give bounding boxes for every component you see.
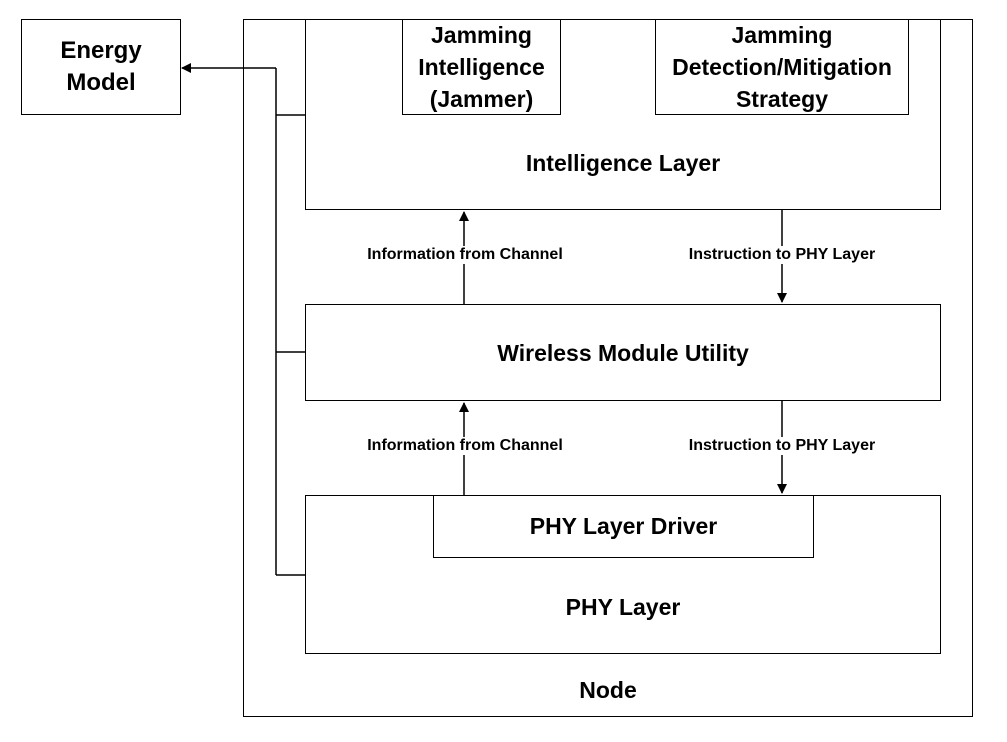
upper-instruction-label: Instruction to PHY Layer (680, 246, 884, 264)
jamming-detection-box (655, 19, 909, 115)
wireless-module-utility-box (305, 304, 941, 401)
energy-model-box (21, 19, 181, 115)
wireless-module-utility-title: Wireless Module Utility (497, 340, 749, 366)
jamming-intelligence-box (402, 19, 561, 115)
node-title: Node (579, 677, 637, 703)
intelligence-layer-title: Intelligence Layer (525, 150, 721, 176)
lower-info-label: Information from Channel (356, 437, 574, 455)
jamming-detection-label: Jamming Detection/Mitigation Strategy (672, 22, 892, 112)
phy-layer-driver-box (433, 495, 814, 558)
phy-layer-driver-label: PHY Layer Driver (529, 513, 718, 539)
upper-info-label: Information from Channel (356, 246, 574, 264)
lower-instruction-label: Instruction to PHY Layer (680, 437, 884, 455)
energy-model-label: Energy Model (60, 37, 142, 96)
phy-layer-title: PHY Layer (565, 594, 681, 620)
jamming-intelligence-label: Jamming Intelligence (Jammer) (418, 22, 545, 112)
